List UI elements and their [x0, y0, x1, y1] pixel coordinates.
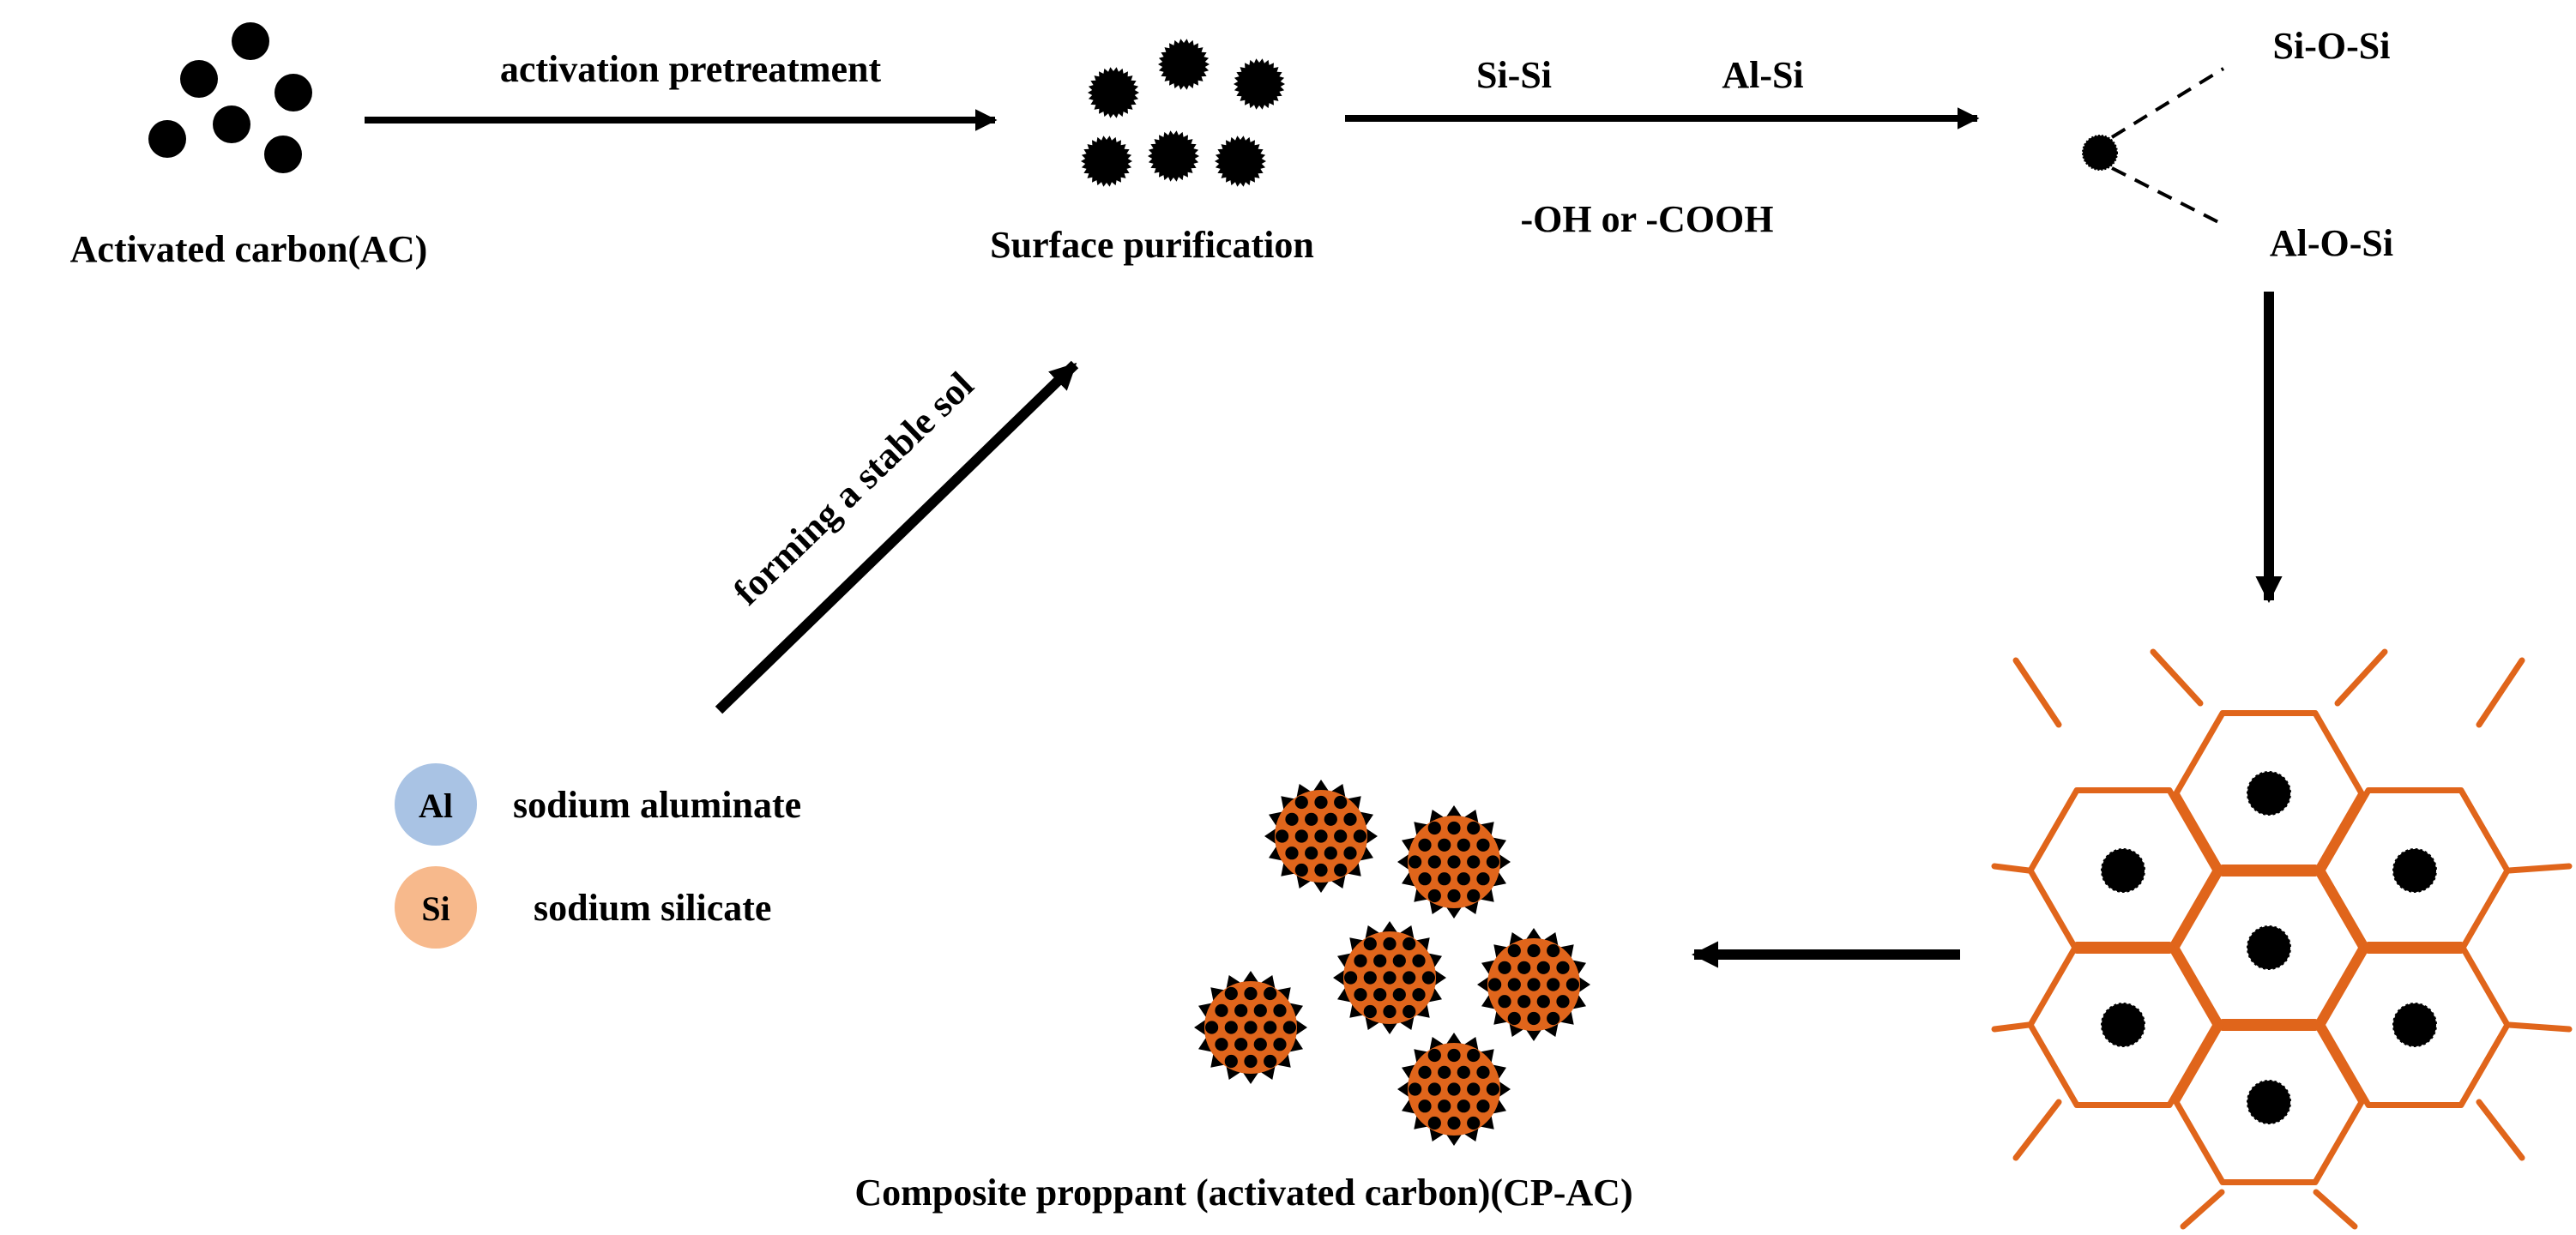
silicate-legend-label: sodium silicate: [534, 887, 771, 929]
grafted-particle-icon: [2082, 67, 2225, 226]
framework-carbon-particle: [2392, 1002, 2438, 1048]
serrated-particle: [1148, 130, 1199, 182]
framework-cell: [2319, 942, 2511, 1108]
aluminate-legend-label: sodium aluminate: [513, 784, 801, 826]
si-si-label: Si-Si: [1476, 54, 1552, 96]
silicate-legend-swatch: [395, 866, 477, 949]
framework-carbon-particle: [2246, 770, 2292, 816]
proppant-particle: [1477, 928, 1590, 1041]
framework-cell: [2319, 787, 2511, 954]
framework-cell: [2173, 710, 2365, 877]
framework-carbon-particle: [2100, 847, 2146, 894]
proppant-particle: [1333, 921, 1446, 1034]
framework-cell: [2173, 864, 2365, 1031]
framework-edge: [2506, 863, 2573, 874]
hexagonal-framework-icon: [1991, 648, 2573, 1230]
oh-cooh-label: -OH or -COOH: [1521, 198, 1774, 240]
activated-carbon-particles-icon: [148, 22, 312, 173]
activated-carbon-label: Activated carbon(AC): [70, 228, 428, 270]
framework-edge: [2012, 1099, 2062, 1161]
framework-carbon-particle: [2100, 1002, 2146, 1048]
serrated-particle: [1158, 39, 1210, 90]
si-o-si-label: Si-O-Si: [2273, 25, 2391, 67]
proppant-particle: [1194, 971, 1307, 1084]
framework-cell: [2173, 1019, 2365, 1185]
framework-edge: [2506, 1021, 2573, 1033]
proppant-particle: [1397, 805, 1511, 919]
framework-edge: [2150, 648, 2204, 707]
aluminate-legend-swatch: [395, 763, 477, 846]
silicate-symbol: Si: [421, 889, 449, 928]
serrated-particle: [1081, 136, 1132, 187]
framework-edge: [2012, 657, 2062, 728]
al-o-si-label: Al-O-Si: [2270, 222, 2393, 264]
framework-edge: [2313, 1189, 2358, 1230]
surface-purification-label: Surface purification: [990, 224, 1314, 266]
proppant-particle: [1397, 1033, 1511, 1146]
purified-carbon-particles-icon: [1081, 39, 1285, 187]
framework-edge: [2476, 1099, 2525, 1161]
serrated-particle: [1088, 67, 1139, 118]
legend: Al sodium aluminate Si sodium silicate: [395, 763, 801, 949]
al-si-label: Al-Si: [1722, 54, 1803, 96]
sol-forming-arrow: [715, 360, 1079, 714]
serrated-particle: [1234, 58, 1285, 110]
aluminate-symbol: Al: [419, 786, 453, 825]
composite-proppant-label: Composite proppant (activated carbon)(CP…: [854, 1172, 1632, 1214]
framework-carbon-particle: [2246, 925, 2292, 971]
framework-carbon-particle: [2392, 847, 2438, 894]
framework-edge: [2476, 657, 2525, 728]
framework-edge: [1991, 863, 2032, 874]
framework-carbon-particle: [2246, 1079, 2292, 1125]
serrated-particle: [1215, 136, 1266, 187]
proppant-particle: [1264, 780, 1378, 893]
framework-edge: [1991, 1021, 2032, 1033]
composite-proppant-particles-icon: [1194, 780, 1590, 1146]
framework-edge: [2334, 648, 2388, 707]
framework-edge: [2180, 1189, 2225, 1230]
activation-pretreatment-label: activation pretreatment: [500, 48, 882, 90]
